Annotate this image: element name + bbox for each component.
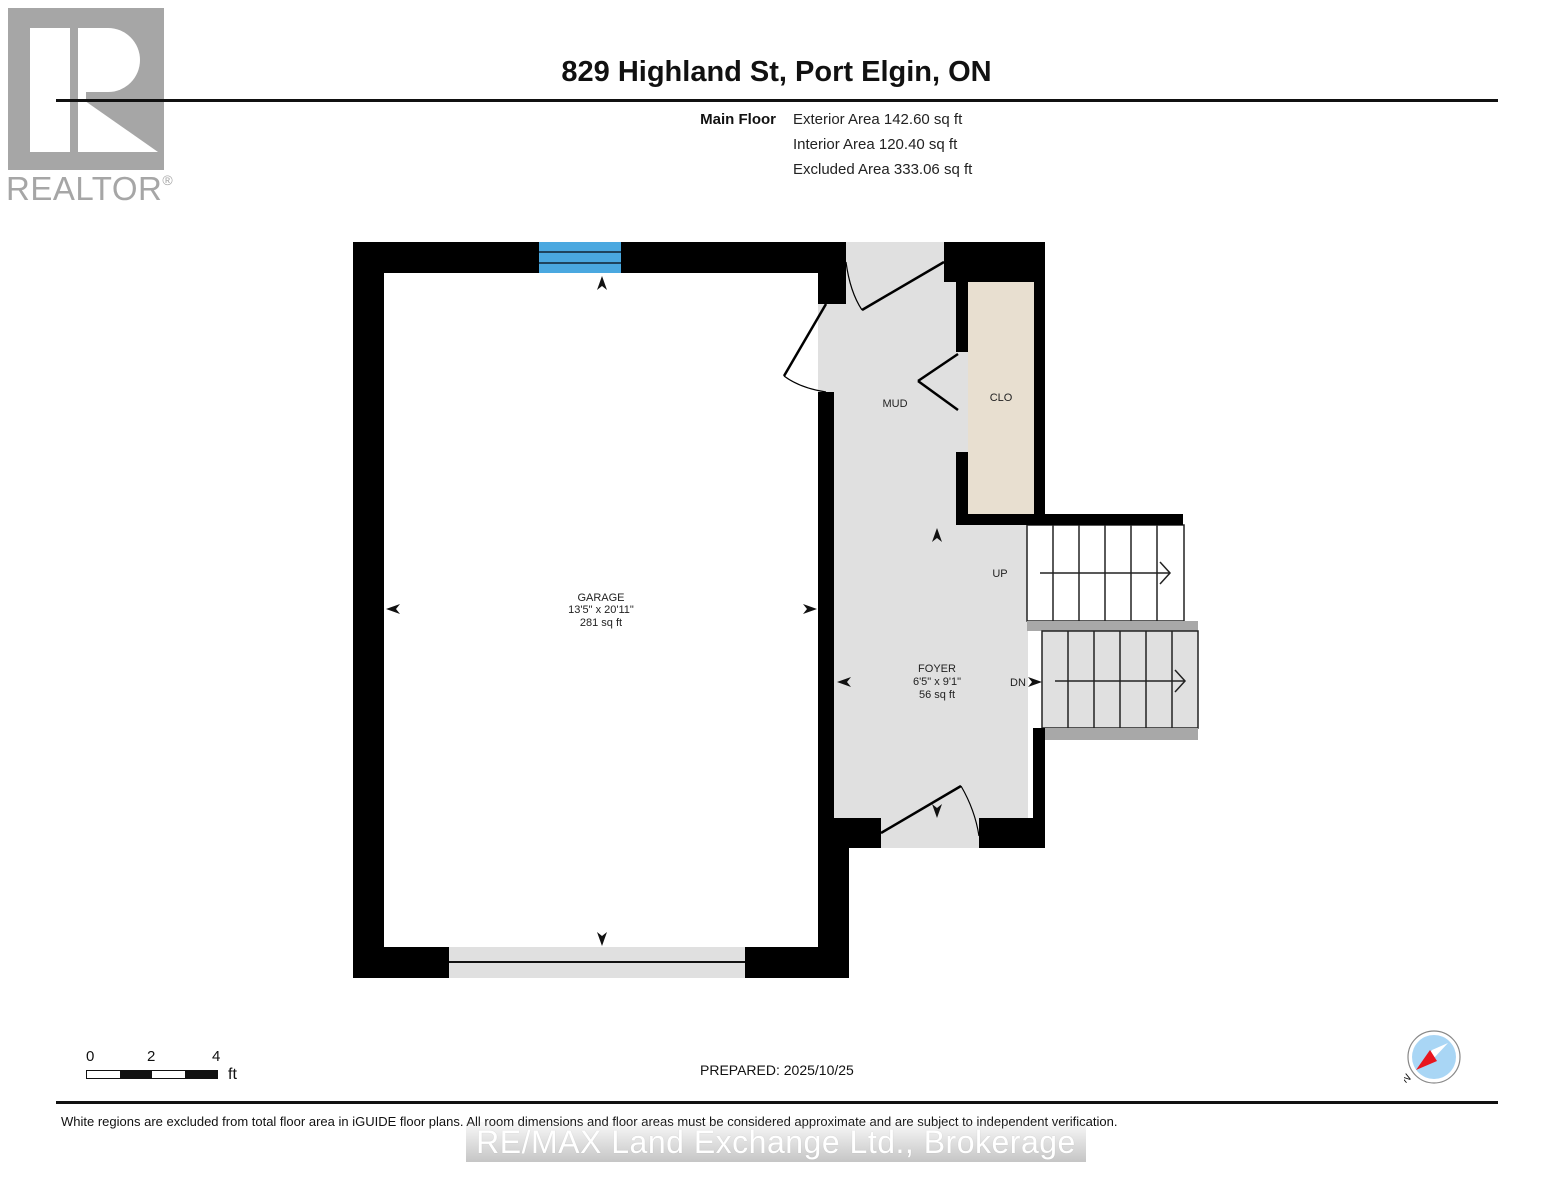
foyer-area: 56 sq ft [919,689,955,701]
stairs-up [1026,524,1198,631]
scale-tick-2: 2 [147,1048,156,1065]
footer-divider [56,1101,1498,1104]
foyer-name: FOYER [918,663,956,675]
title-divider [56,99,1498,102]
door-swings [782,260,980,837]
floor-name: Main Floor [700,111,776,128]
scale-bar-graphic [86,1070,218,1079]
brokerage-watermark: RE/MAX Land Exchange Ltd., Brokerage [466,1122,1086,1162]
excluded-area: Excluded Area 333.06 sq ft [793,161,973,178]
scale-tick-0: 0 [86,1048,95,1065]
compass-icon: N [1400,1030,1468,1091]
stairs-down-label: DN [1010,677,1026,689]
stairs-up-label: UP [992,568,1007,580]
realtor-logo-icon [8,8,164,170]
dimension-markers [386,276,1042,946]
closet-floor [968,282,1034,514]
prepared-date: PREPARED: 2025/10/25 [700,1062,854,1078]
compass-north-label: N [1404,1072,1414,1086]
scale-tick-4: 4 [212,1048,221,1065]
garage-name: GARAGE [577,592,624,604]
scale-unit: ft [228,1066,237,1083]
exterior-area: Exterior Area 142.60 sq ft [793,111,963,128]
closet-name: CLO [990,392,1013,404]
mud-room-name: MUD [882,398,907,410]
page-title: 829 Highland St, Port Elgin, ON [561,56,992,88]
garage-window [539,242,621,273]
garage-dimensions: 13'5" x 20'11" [568,604,634,616]
garage-area: 281 sq ft [580,617,622,629]
walls [353,242,1183,978]
interior-area: Interior Area 120.40 sq ft [793,136,958,153]
realtor-wordmark: REALTOR® [6,170,174,207]
stairs-down [1041,630,1199,740]
included-floor-area [449,242,1028,978]
foyer-dimensions: 6'5" x 9'1" [913,676,961,688]
